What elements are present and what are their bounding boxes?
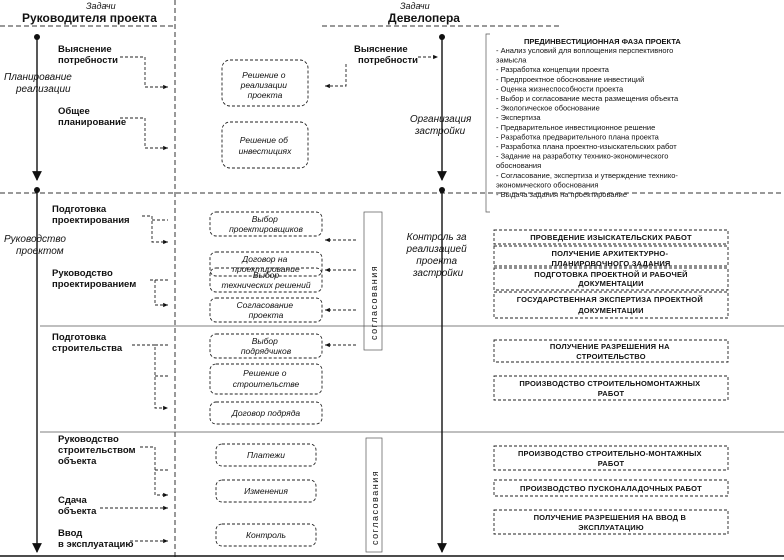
doc-box-commissioning-works: ПРОИЗВОДСТВО ПУСКОНАЛАДОЧНЫХ РАБОТ	[493, 479, 729, 497]
label-management: Руководство проектом	[4, 234, 69, 257]
left-header-title: Руководителя проекта	[22, 11, 157, 25]
svg-text:Платежи: Платежи	[247, 450, 285, 460]
pm-task-design-prep: Подготовка проектирования	[52, 204, 130, 226]
decision-box-select-contractors: Выбор подрядчиков	[209, 333, 323, 359]
doc-box-surveys: ПРОВЕДЕНИЕ ИЗЫСКАТЕЛЬСКИХ РАБОТ	[493, 229, 729, 245]
phase-item: - Выбор и согласование места размещения …	[496, 94, 679, 103]
svg-text:Выбор подрядчиков: Выбор подрядчиков	[241, 336, 292, 356]
svg-text:согласования: согласования	[370, 470, 380, 545]
svg-text:согласования: согласования	[369, 265, 379, 340]
svg-text:ГОСУДАРСТВЕННАЯ ЭКСПЕРТИЗА ПРО: ГОСУДАРСТВЕННАЯ ЭКСПЕРТИЗА ПРОЕКТНОЙ ДОК…	[517, 295, 705, 315]
phase-item: - Оценка жизнеспособности проекта	[496, 84, 624, 93]
agreement-bar-2: согласования	[365, 437, 383, 553]
pm-task-planning: Общее планирование	[58, 106, 126, 128]
decision-box-contract: Договор подряда	[209, 401, 323, 425]
svg-text:ПРОВЕДЕНИЕ ИЗЫСКАТЕЛЬСКИХ РАБО: ПРОВЕДЕНИЕ ИЗЫСКАТЕЛЬСКИХ РАБОТ	[530, 233, 692, 242]
dev-task-organization: Организация застройки	[410, 114, 474, 137]
phase-item: замысла	[496, 56, 527, 65]
decision-box-construction: Решение о строительстве	[209, 363, 323, 395]
pm-task-commission: Ввод в эксплуатацию	[58, 528, 133, 550]
decision-box-design-contract: Договор на проектирование	[209, 251, 323, 277]
phase-item: - Задание на разработку технико-экономич…	[496, 152, 668, 161]
svg-text:Контроль: Контроль	[246, 530, 286, 540]
doc-box-construction-works-1: ПРОИЗВОДСТВО СТРОИТЕЛЬНОМОНТАЖНЫХ РАБОТ	[493, 375, 729, 401]
phase-items: - Анализ условий для воплощения перспект…	[496, 46, 679, 199]
svg-text:ПОЛУЧЕНИЕ РАЗРЕШЕНИЯ НА: ПОЛУЧЕНИЕ РАЗРЕШЕНИЯ НА СТРОИТЕЛЬСТВО	[550, 342, 672, 361]
decision-box-select-designers: Выбор проектировщиков	[209, 211, 323, 237]
svg-text:ПОЛУЧЕНИЕ РАЗРЕШЕНИЯ НА ВВОД В: ПОЛУЧЕНИЕ РАЗРЕШЕНИЯ НА ВВОД В ЭКСПЛУАТА…	[534, 513, 689, 532]
pm-task-constr-prep: Подготовка строительства	[52, 332, 123, 354]
svg-text:Договор подряда: Договор подряда	[231, 408, 301, 418]
dev-task-needs: Выяснение потребности	[354, 44, 418, 66]
dev-task-control: Контроль за реализацией проекта застройк…	[406, 232, 470, 279]
phase-item: экономического обоснования	[496, 180, 598, 189]
right-header-caption: Задачи	[400, 1, 430, 11]
agreement-bar-1: согласования	[363, 211, 383, 351]
svg-text:ПРОИЗВОДСТВО СТРОИТЕЛЬНО-МОНТА: ПРОИЗВОДСТВО СТРОИТЕЛЬНО-МОНТАЖНЫХ РАБОТ	[518, 449, 704, 468]
decision-box-approval: Согласование проекта	[209, 297, 323, 323]
doc-box-arch-task: ПОЛУЧЕНИЕ АРХИТЕКТУРНО- ПЛАНИРОВОЧНОГО З…	[493, 245, 729, 268]
pm-task-needs: Выяснение потребности	[58, 44, 118, 66]
phase-item: - Разработка предварительного плана прое…	[496, 132, 660, 141]
svg-text:Согласование проекта: Согласование проекта	[237, 300, 296, 320]
right-header-title: Девелопера	[388, 11, 460, 25]
pm-task-constr-mgmt: Руководство строительством объекта	[58, 434, 138, 467]
left-header-caption: Задачи	[86, 1, 116, 11]
phase-bracket	[485, 33, 490, 213]
decision-box-changes: Изменения	[215, 479, 317, 503]
phase-item: - Предпроектное обоснование инвестиций	[496, 75, 644, 84]
phase-item: - Разработка плана проектно-изыскательск…	[496, 142, 677, 151]
phase-item: обоснования	[496, 161, 541, 170]
label-planning: Планирование реализации	[4, 72, 75, 95]
phase-item: - Согласование, экспертиза и утверждение…	[496, 171, 678, 180]
phase-title: ПРЕДИНВЕСТИЦИОННАЯ ФАЗА ПРОЕКТА	[524, 37, 681, 46]
pm-task-design-mgmt: Руководство проектированием	[52, 268, 136, 290]
doc-box-operation-permit: ПОЛУЧЕНИЕ РАЗРЕШЕНИЯ НА ВВОД В ЭКСПЛУАТА…	[493, 509, 729, 535]
svg-text:ПРОИЗВОДСТВО СТРОИТЕЛЬНОМОНТАЖ: ПРОИЗВОДСТВО СТРОИТЕЛЬНОМОНТАЖНЫХ РАБОТ	[519, 379, 702, 398]
phase-item: - Разработка концепции проекта	[496, 65, 610, 74]
doc-box-expertise: ГОСУДАРСТВЕННАЯ ЭКСПЕРТИЗА ПРОЕКТНОЙ ДОК…	[493, 291, 729, 319]
svg-text:Решение об инвестициях: Решение об инвестициях	[239, 135, 292, 156]
svg-text:Договор на проектировани: Договор на проектирование	[232, 254, 300, 274]
svg-text:ПРОИЗВОДСТВО ПУСКОНАЛАДОЧНЫХ Р: ПРОИЗВОДСТВО ПУСКОНАЛАДОЧНЫХ РАБОТ	[520, 484, 702, 493]
decision-box-control: Контроль	[215, 523, 317, 547]
svg-text:Изменения: Изменения	[244, 486, 288, 496]
doc-box-design-docs-main	[493, 267, 729, 291]
phase-item: - Экологическое обоснование	[496, 104, 600, 113]
pm-task-handover: Сдача объекта	[58, 495, 97, 517]
decision-box-project: Решение о реализации проекта	[221, 59, 309, 107]
doc-box-permit: ПОЛУЧЕНИЕ РАЗРЕШЕНИЯ НА СТРОИТЕЛЬСТВО	[493, 339, 729, 363]
phase-item: - Выдача задания на проектирование	[496, 190, 627, 199]
phase-item: - Анализ условий для воплощения перспект…	[496, 46, 673, 55]
svg-text:Решение о реализации: Решение о реализации проекта	[240, 70, 290, 100]
decision-box-investment: Решение об инвестициях	[221, 121, 309, 169]
phase-item: - Предварительное инвестиционное решение	[496, 123, 655, 132]
svg-text:Выбор проектировщиков: Выбор проектировщиков	[229, 214, 303, 234]
phase-item: - Экспертиза	[496, 113, 541, 122]
svg-text:ПОЛУЧЕНИЕ АРХИТЕКТУРНО-: ПОЛУЧЕНИЕ АРХИТЕКТУРНО- ПЛАНИРОВОЧНОГО З…	[551, 249, 670, 268]
svg-text:Решение о строительстве: Решение о строительстве	[233, 368, 300, 389]
decision-box-payments: Платежи	[215, 443, 317, 467]
doc-box-construction-works-2: ПРОИЗВОДСТВО СТРОИТЕЛЬНО-МОНТАЖНЫХ РАБОТ	[493, 445, 729, 471]
